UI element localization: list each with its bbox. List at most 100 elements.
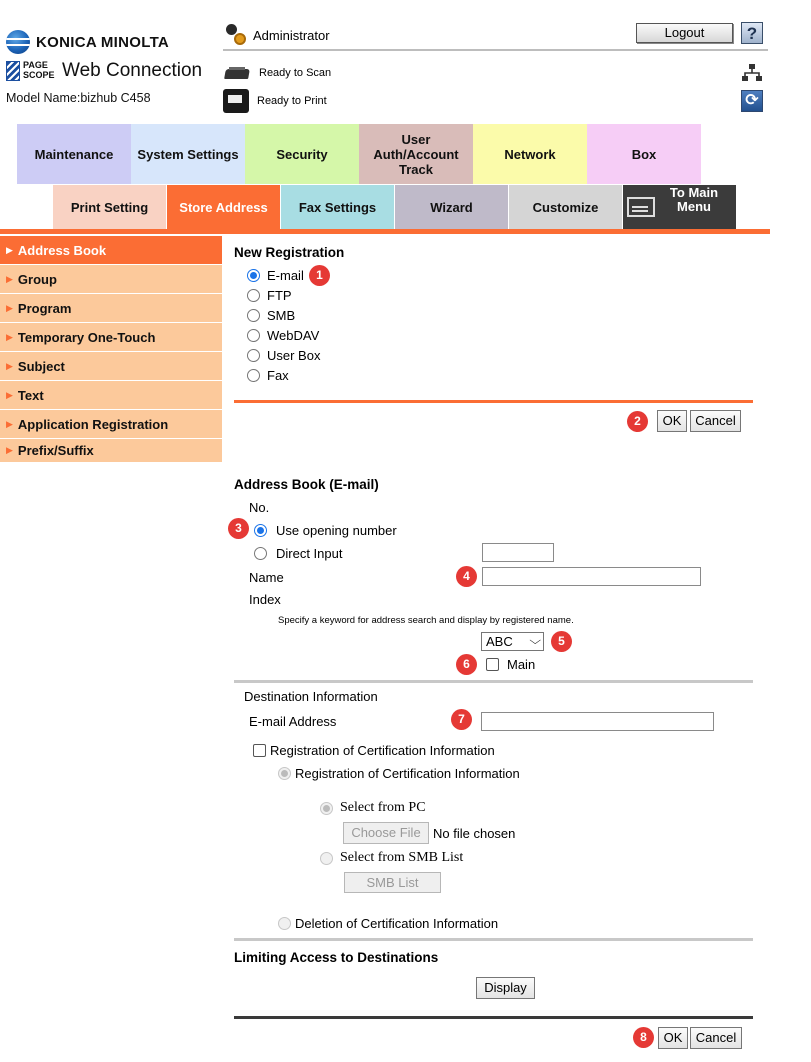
number-input[interactable] (482, 543, 554, 562)
radio-button[interactable] (247, 369, 260, 382)
radio-button[interactable] (247, 269, 260, 282)
step-badge-7: 7 (451, 709, 472, 730)
radio-label: Select from PC (340, 800, 426, 815)
main-checkbox[interactable]: Main (486, 657, 535, 672)
radio-button[interactable] (254, 524, 267, 537)
radio-smb[interactable]: SMB (247, 308, 295, 323)
radio-button[interactable] (247, 329, 260, 342)
refresh-icon[interactable]: ⟳ (741, 90, 763, 112)
tab-underline (0, 229, 770, 234)
radio-label: Registration of Certification Informatio… (295, 766, 520, 781)
cert-registration-checkbox[interactable]: Registration of Certification Informatio… (253, 743, 495, 758)
radio-email[interactable]: E-mail (247, 268, 304, 283)
sidebar-item-label: Prefix/Suffix (17, 443, 94, 458)
cancel-button[interactable]: Cancel (690, 410, 741, 432)
administrator-icon (223, 24, 247, 46)
step-badge-2: 2 (627, 411, 648, 432)
checkbox[interactable] (253, 744, 266, 757)
product-name: Web Connection (62, 60, 203, 81)
sidebar-item-temporary-one-touch[interactable]: ▶Temporary One-Touch (0, 323, 222, 351)
checkbox-label: Main (507, 657, 536, 672)
tab-store-address[interactable]: Store Address (167, 185, 280, 229)
sidebar-item-group[interactable]: ▶Group (0, 265, 222, 293)
user-name: Administrator (253, 27, 330, 43)
checkbox-label: Registration of Certification Informatio… (270, 743, 495, 758)
footer-cancel-button[interactable]: Cancel (690, 1027, 742, 1049)
pagescope-small-2: SCOPE (23, 70, 55, 80)
radio-select-from-pc[interactable]: Select from PC (320, 800, 426, 816)
radio-deletion-cert[interactable]: Deletion of Certification Information (278, 916, 498, 931)
scanner-icon (223, 65, 251, 81)
radio-ftp[interactable]: FTP (247, 288, 292, 303)
tab-box[interactable]: Box (587, 124, 701, 184)
sidebar-item-subject[interactable]: ▶Subject (0, 352, 222, 380)
logout-button[interactable]: Logout (636, 23, 733, 43)
network-icon[interactable] (742, 64, 762, 82)
sidebar-item-prefix-suffix[interactable]: ▶ Prefix/Suffix (0, 439, 222, 462)
arrow-right-icon: ▶ (6, 445, 13, 455)
radio-webdav[interactable]: WebDAV (247, 328, 319, 343)
tab-maintenance[interactable]: Maintenance (17, 124, 131, 184)
tab-user-auth[interactable]: User Auth/Account Track (359, 124, 473, 184)
radio-fax[interactable]: Fax (247, 368, 289, 383)
destination-title: Destination Information (244, 689, 378, 704)
address-book-title: Address Book (E-mail) (234, 477, 379, 492)
sidebar-item-address-book[interactable]: ▶Address Book (0, 236, 222, 264)
radio-select-from-smb-list[interactable]: Select from SMB List (320, 850, 463, 866)
pagescope-icon: PAGE SCOPE (6, 59, 58, 83)
choose-file-button[interactable]: Choose File (343, 822, 429, 844)
sidebar-item-program[interactable]: ▶Program (0, 294, 222, 322)
email-address-label: E-mail Address (249, 714, 337, 729)
radio-label: Direct Input (276, 546, 343, 561)
help-button[interactable]: ? (741, 22, 763, 44)
ok-button[interactable]: OK (657, 410, 687, 432)
radio-cert-registration[interactable]: Registration of Certification Informatio… (278, 766, 520, 781)
section-divider (234, 938, 753, 941)
to-main-menu-button[interactable]: To Main Menu (623, 185, 736, 229)
tab-wizard[interactable]: Wizard (395, 185, 508, 229)
radio-user-box[interactable]: User Box (247, 348, 320, 363)
tab-print-setting[interactable]: Print Setting (53, 185, 166, 229)
new-registration-title: New Registration (234, 245, 345, 260)
checkbox[interactable] (486, 658, 499, 671)
radio-button[interactable] (320, 851, 333, 865)
tab-fax-settings[interactable]: Fax Settings (281, 185, 394, 229)
konica-minolta-logo: KONICA MINOLTA (6, 30, 169, 54)
globe-logo-icon (6, 30, 30, 54)
radio-label: Deletion of Certification Information (295, 916, 499, 931)
tab-security[interactable]: Security (245, 124, 359, 184)
radio-direct-input[interactable]: Direct Input (254, 546, 342, 561)
radio-label: Fax (267, 368, 289, 383)
tab-system-settings[interactable]: System Settings (131, 124, 245, 184)
index-select[interactable]: ABC (481, 632, 544, 651)
footer-ok-button[interactable]: OK (658, 1027, 688, 1049)
number-label: No. (249, 500, 270, 515)
section-divider (234, 680, 753, 683)
radio-button[interactable] (278, 767, 291, 780)
name-input[interactable] (482, 567, 701, 586)
radio-button[interactable] (247, 289, 260, 302)
display-button[interactable]: Display (476, 977, 535, 999)
monitor-icon (627, 197, 655, 217)
radio-button[interactable] (247, 309, 260, 322)
no-file-chosen: No file chosen (433, 826, 516, 841)
sidebar-item-label: Address Book (17, 242, 107, 258)
scan-status-text: Ready to Scan (259, 67, 332, 79)
section-divider (234, 1016, 753, 1019)
email-address-input[interactable] (481, 712, 714, 731)
radio-label: E-mail (267, 268, 304, 283)
radio-use-opening-number[interactable]: Use opening number (254, 523, 397, 538)
tab-customize[interactable]: Customize (509, 185, 622, 229)
arrow-right-icon: ▶ (6, 331, 13, 342)
radio-button[interactable] (254, 547, 267, 560)
radio-button[interactable] (278, 917, 291, 930)
sidebar-item-label: Subject (17, 358, 65, 374)
step-badge-6: 6 (456, 654, 477, 675)
tab-network[interactable]: Network (473, 124, 587, 184)
user-info: Administrator (223, 24, 330, 46)
radio-button[interactable] (320, 801, 333, 815)
smb-list-button[interactable]: SMB List (344, 872, 441, 893)
radio-button[interactable] (247, 349, 260, 362)
sidebar-item-application-registration[interactable]: ▶Application Registration (0, 410, 222, 438)
sidebar-item-text[interactable]: ▶Text (0, 381, 222, 409)
